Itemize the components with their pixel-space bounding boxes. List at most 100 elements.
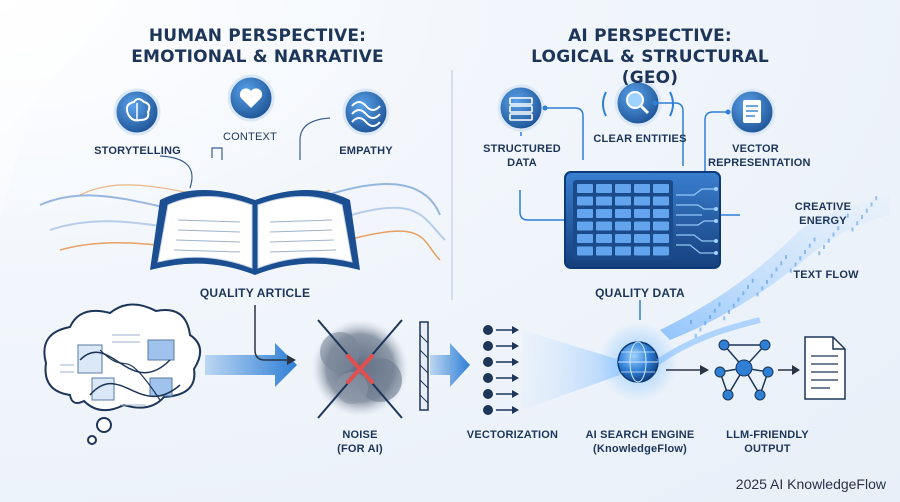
chip-cell: [634, 246, 650, 256]
creative-energy-stream: [660, 195, 890, 340]
ai-connectors: [519, 102, 740, 320]
footer-credit: 2025 AI KnowledgeFlow: [735, 476, 886, 492]
vectorization-label: VECTORIZATION: [466, 429, 559, 441]
globe-icon: [598, 322, 678, 402]
binary-speck: [789, 268, 792, 273]
binary-speck: [813, 237, 816, 242]
vector-dot: [483, 389, 493, 399]
binary-speck: [756, 292, 759, 297]
empathy-label: EMPATHY: [339, 145, 393, 157]
vector-arrow-head: [512, 358, 519, 366]
binary-speck: [861, 215, 863, 219]
light-rays: [0, 0, 120, 220]
vector-rep-line1: VECTOR: [732, 143, 779, 155]
chip-cell: [615, 196, 631, 206]
vector-dot: [483, 341, 493, 351]
chip-cell: [615, 184, 631, 193]
chip-cell: [615, 246, 631, 256]
chip-cell: [634, 209, 650, 218]
storytelling-label: STORYTELLING: [94, 145, 181, 157]
chip-cell: [596, 209, 612, 218]
chip-cell: [596, 184, 612, 193]
structured-data-label: STRUCTURED DATA: [472, 142, 572, 170]
binary-speck: [875, 196, 878, 201]
database-icon: [497, 84, 545, 132]
open-book: [150, 190, 360, 275]
clear-entities-label: CLEAR ENTITIES: [593, 133, 687, 145]
vector-arrow-head: [512, 342, 519, 350]
cloud-icon: [43, 303, 201, 445]
chip-cell: [596, 234, 612, 243]
chip-cell: [653, 234, 669, 243]
binary-speck: [732, 303, 735, 308]
vector-dot: [483, 405, 493, 415]
binary-speck: [818, 251, 821, 256]
chip-cell: [596, 246, 612, 256]
red-x-icon: [346, 354, 374, 384]
binary-speck: [832, 232, 835, 237]
ai-search-engine-label: AI SEARCH ENGINE (KnowledgeFlow): [575, 428, 705, 456]
chip-cell: [653, 221, 669, 231]
chip-cell: [634, 196, 650, 206]
noise-line1: NOISE: [342, 429, 378, 441]
binary-speck: [865, 208, 868, 213]
binary-speck: [747, 285, 749, 289]
binary-speck: [694, 333, 697, 338]
chip-cell: [577, 184, 593, 193]
noise-line2: (FOR AI): [337, 443, 383, 455]
chip-icon: [564, 171, 721, 269]
chip-cell: [653, 246, 669, 256]
vector-representation-label: VECTOR REPRESENTATION: [708, 142, 811, 170]
document-icon: [728, 88, 776, 136]
chip-cell: [653, 209, 669, 218]
vector-arrow-head: [512, 374, 519, 382]
binary-speck: [785, 255, 787, 259]
binary-speck: [775, 267, 778, 272]
noise-label: NOISE (FOR AI): [320, 428, 400, 456]
vector-dot: [483, 357, 493, 367]
ai-title-line1: AI PERSPECTIVE:: [568, 26, 732, 46]
vector-dots: [483, 325, 519, 415]
binary-speck: [804, 250, 806, 254]
chip-cell: [596, 221, 612, 231]
creative-energy-label: CREATIVE ENERGY: [788, 200, 858, 228]
creative-energy-line2: ENERGY: [799, 215, 847, 227]
context-label: CONTEXT: [223, 131, 277, 143]
binary-speck: [780, 261, 783, 266]
binary-speck: [699, 327, 702, 332]
vector-rep-line2: REPRESENTATION: [708, 157, 811, 169]
llm-friendly-output-label: LLM-FRIENDLY OUTPUT: [715, 428, 820, 456]
binary-speck: [718, 302, 721, 307]
human-title: HUMAN PERSPECTIVE: EMOTIONAL & NARRATIVE: [125, 26, 390, 68]
ai-title-line2: LOGICAL & STRUCTURAL (GEO): [531, 47, 769, 88]
flow-arrow-1: [205, 343, 297, 387]
binary-speck: [870, 202, 873, 207]
structured-data-line2: DATA: [507, 157, 537, 169]
chip-cell: [653, 196, 669, 206]
heart-icon: [227, 74, 275, 122]
vector-dot: [483, 373, 493, 383]
network-icon: [714, 339, 774, 401]
chip-cell: [577, 196, 593, 206]
engine-line2: (KnowledgeFlow): [592, 443, 688, 455]
human-title-line2: EMOTIONAL & NARRATIVE: [131, 47, 384, 67]
binary-speck: [851, 227, 854, 232]
chip-cell: [577, 209, 593, 218]
binary-speck: [846, 213, 849, 218]
binary-speck: [808, 243, 811, 248]
connector-dots: [542, 100, 731, 115]
binary-speck: [794, 262, 797, 267]
human-connectors: [159, 117, 331, 189]
vector-arrow-head: [512, 406, 519, 414]
wave-icon: [342, 88, 390, 136]
vector-dot: [483, 325, 493, 335]
binary-speck: [837, 226, 840, 231]
chip-cell: [596, 196, 612, 206]
quality-article-label: QUALITY ARTICLE: [199, 286, 311, 300]
binary-speck: [709, 315, 711, 319]
creative-energy-line1: CREATIVE: [794, 201, 852, 213]
chip-cell: [577, 234, 593, 243]
structured-data-line1: STRUCTURED: [483, 143, 561, 155]
